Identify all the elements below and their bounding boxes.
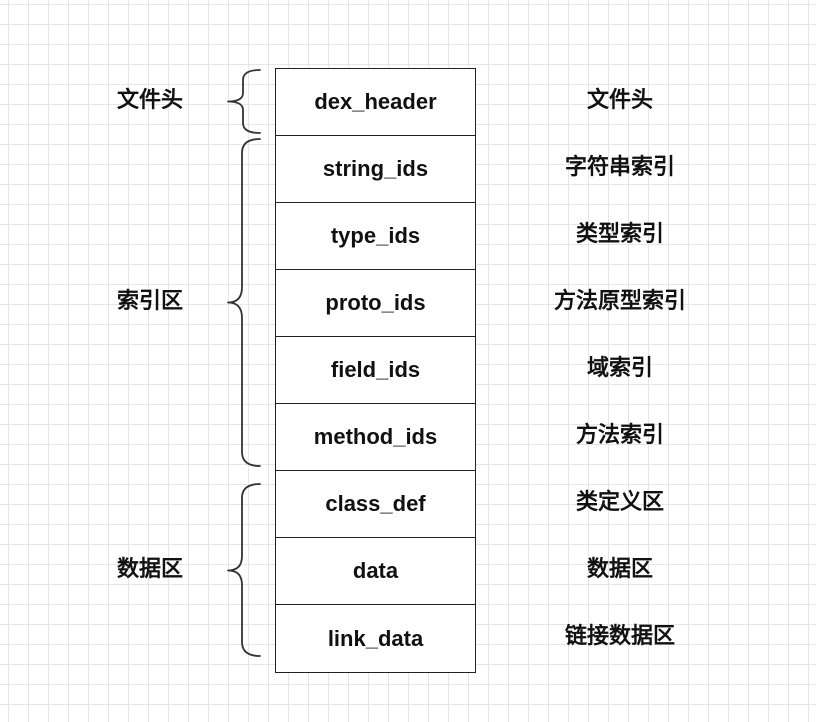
row-link-data: link_data xyxy=(327,625,424,651)
brace-index-area xyxy=(227,138,261,467)
desc-proto-ids: 方法原型索引 xyxy=(553,289,686,314)
dex-structure-table: dex_header string_ids type_ids proto_ids… xyxy=(275,68,476,673)
row-data: data xyxy=(276,538,475,605)
row-proto-ids: proto_ids xyxy=(276,270,475,337)
row-field-ids: field_ids xyxy=(276,337,475,404)
brace-data-area xyxy=(227,483,261,657)
row-dex-header: dex_header xyxy=(276,69,475,136)
row-method-ids: method_ids xyxy=(276,404,475,471)
group-label-index-area: 索引区 xyxy=(116,289,183,314)
row-string-ids: string_ids xyxy=(276,136,475,203)
desc-dex-header: 文件头 xyxy=(586,88,653,113)
desc-link-data: 链接数据区 xyxy=(564,624,675,649)
desc-class-def: 类定义区 xyxy=(575,490,664,515)
desc-data: 数据区 xyxy=(586,557,653,582)
group-label-data-area: 数据区 xyxy=(116,557,183,582)
desc-field-ids: 域索引 xyxy=(586,356,653,381)
row-type-ids: type_ids xyxy=(276,203,475,270)
brace-file-header xyxy=(227,69,261,134)
desc-method-ids: 方法索引 xyxy=(575,423,664,448)
group-label-file-header: 文件头 xyxy=(116,88,183,113)
row-class-def: class_def xyxy=(276,471,475,538)
desc-type-ids: 类型索引 xyxy=(575,222,664,247)
desc-string-ids: 字符串索引 xyxy=(564,155,675,180)
